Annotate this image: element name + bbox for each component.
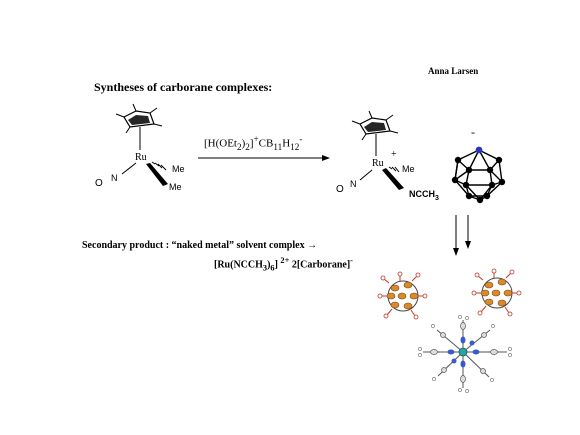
anion-charge: -: [471, 125, 475, 139]
down-arrows: [453, 215, 471, 256]
product-n-label: N: [350, 179, 357, 189]
secondary-product-text: Secondary product : “naked metal” solven…: [82, 240, 318, 251]
reactant-me2-label: Me: [169, 182, 182, 192]
product-charge: +: [391, 149, 397, 160]
reactant-ru-label: Ru: [135, 152, 147, 163]
carborane-anion: -: [451, 125, 506, 204]
product-o-label: O: [336, 184, 344, 195]
reactant-n-label: N: [111, 173, 118, 183]
right-cage: [471, 268, 522, 317]
ru-hexakis-acetonitrile: [418, 315, 512, 393]
product-ligand-label: NCCH3: [409, 189, 439, 202]
secondary-product-formula: [Ru(NCCH3)6] 2+ 2[Carborane]-: [214, 256, 353, 273]
product-ru-label: Ru: [372, 158, 384, 169]
left-cage: [377, 271, 428, 320]
slide-heading: Syntheses of carborane complexes:: [94, 80, 273, 94]
reagent-label: [H(OEt2)2]+CB11H12-: [204, 134, 303, 152]
reactant-o-label: O: [95, 178, 103, 189]
author-name: Anna Larsen: [428, 66, 479, 76]
reaction-arrow: [198, 155, 330, 161]
reactant-complex: Ru Me Me N O: [95, 103, 185, 192]
right-arrow-icon: →: [307, 240, 318, 251]
reactant-me1-label: Me: [172, 164, 185, 174]
product-me-label: Me: [402, 164, 415, 174]
product-complex: Ru + Me NCCH3 N O: [336, 110, 439, 202]
crystal-structure-image: [377, 268, 522, 393]
